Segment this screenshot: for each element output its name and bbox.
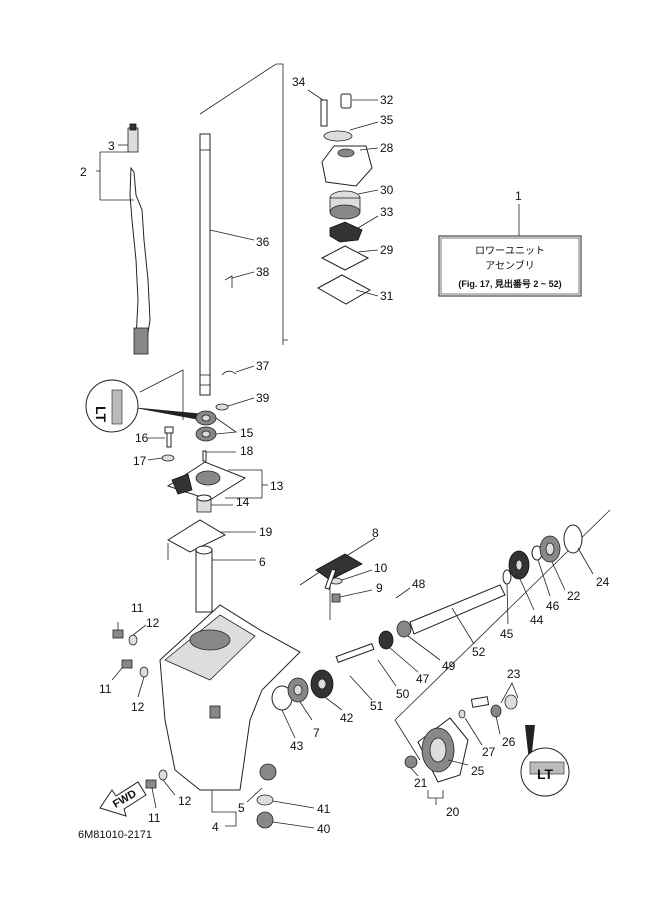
part-label: 43	[290, 739, 304, 753]
part-label: 18	[240, 444, 254, 458]
shift-rod-assembly	[127, 123, 151, 355]
part-label: 12	[146, 616, 160, 630]
part-label: 47	[416, 672, 430, 686]
part-label: 36	[256, 235, 270, 249]
callout-line2: アセンブリ	[485, 259, 535, 272]
lower-case	[159, 604, 301, 791]
part-label: 31	[380, 289, 394, 303]
part-label: 3	[108, 139, 115, 153]
part-label: 16	[135, 431, 149, 445]
part-label: 49	[442, 659, 456, 673]
part-label: 13	[270, 479, 284, 493]
part-label: 41	[317, 802, 331, 816]
part-label: 33	[380, 205, 394, 219]
sealant-callout-upper: LT	[85, 379, 205, 433]
callout-line3: (Fig. 17, 見出番号 2 ~ 52)	[458, 278, 561, 289]
part-label: 15	[240, 426, 254, 440]
part-label: 24	[596, 575, 610, 589]
part-label: 50	[396, 687, 410, 701]
part-label: 11	[99, 682, 112, 696]
oil-seal-housing	[166, 461, 247, 501]
part-label: 52	[472, 645, 486, 659]
part-label: 10	[374, 561, 388, 575]
fwd-arrow: FWD	[99, 781, 147, 817]
callout-ref: 1	[515, 189, 522, 203]
part-label: 12	[178, 794, 192, 808]
part-label: 29	[380, 243, 394, 257]
part-label: 39	[256, 391, 270, 405]
part-label: 51	[370, 699, 384, 713]
callout-line1: ロワーユニット	[475, 246, 545, 257]
part-label: 2	[80, 165, 87, 179]
part-label: 37	[256, 359, 270, 373]
svg-text:LT: LT	[93, 406, 109, 423]
gear-train	[271, 524, 583, 711]
part-label: 9	[376, 581, 383, 595]
part-label: 21	[414, 776, 428, 790]
part-label: 27	[482, 745, 496, 759]
case-bolts	[112, 629, 168, 789]
part-label: 28	[380, 141, 394, 155]
water-pump-group	[316, 93, 373, 305]
part-label: 25	[471, 764, 485, 778]
assembly-callout: 1 ロワーユニット アセンブリ (Fig. 17, 見出番号 2 ~ 52)	[438, 189, 582, 297]
sealant-callout-lower: LT	[520, 725, 570, 797]
water-tube	[195, 545, 213, 613]
prop-shaft-housing	[404, 694, 518, 783]
part-labels: 2 3 4 5 6 7 8 9 10 11 11 11 12 12	[80, 75, 610, 836]
drain-plugs	[256, 794, 274, 829]
svg-text:LT: LT	[537, 766, 554, 782]
part-label: 14	[236, 495, 250, 509]
part-label: 7	[313, 726, 320, 740]
part-label: 48	[412, 577, 426, 591]
plate-parts	[315, 553, 363, 603]
part-label: 40	[317, 822, 331, 836]
part-label: 32	[380, 93, 394, 107]
part-label: 34	[292, 75, 306, 89]
part-label: 26	[502, 735, 516, 749]
drive-shaft	[199, 133, 211, 396]
part-label: 22	[567, 589, 581, 603]
part-label: 42	[340, 711, 354, 725]
part-label: 23	[507, 667, 521, 681]
part-label: 17	[133, 454, 147, 468]
bushing	[196, 494, 212, 513]
gasket	[167, 519, 227, 553]
part-label: 38	[256, 265, 270, 279]
part-label: 35	[380, 113, 394, 127]
part-label: 46	[546, 599, 560, 613]
part-label: 20	[446, 805, 460, 819]
part-label: 19	[259, 525, 273, 539]
part-label: 45	[500, 627, 514, 641]
part-label: 30	[380, 183, 394, 197]
part-label: 4	[212, 820, 219, 834]
oil-seals	[195, 410, 217, 442]
part-label: 8	[372, 526, 379, 540]
part-label: 12	[131, 700, 145, 714]
part-label: 11	[148, 811, 161, 825]
part-label: 11	[131, 601, 144, 615]
clips-group	[215, 275, 237, 411]
part-label: 6	[259, 555, 266, 569]
part-label: 44	[530, 613, 544, 627]
diagram-code: 6M81010-2171	[78, 829, 152, 841]
part-label: 5	[238, 801, 245, 815]
